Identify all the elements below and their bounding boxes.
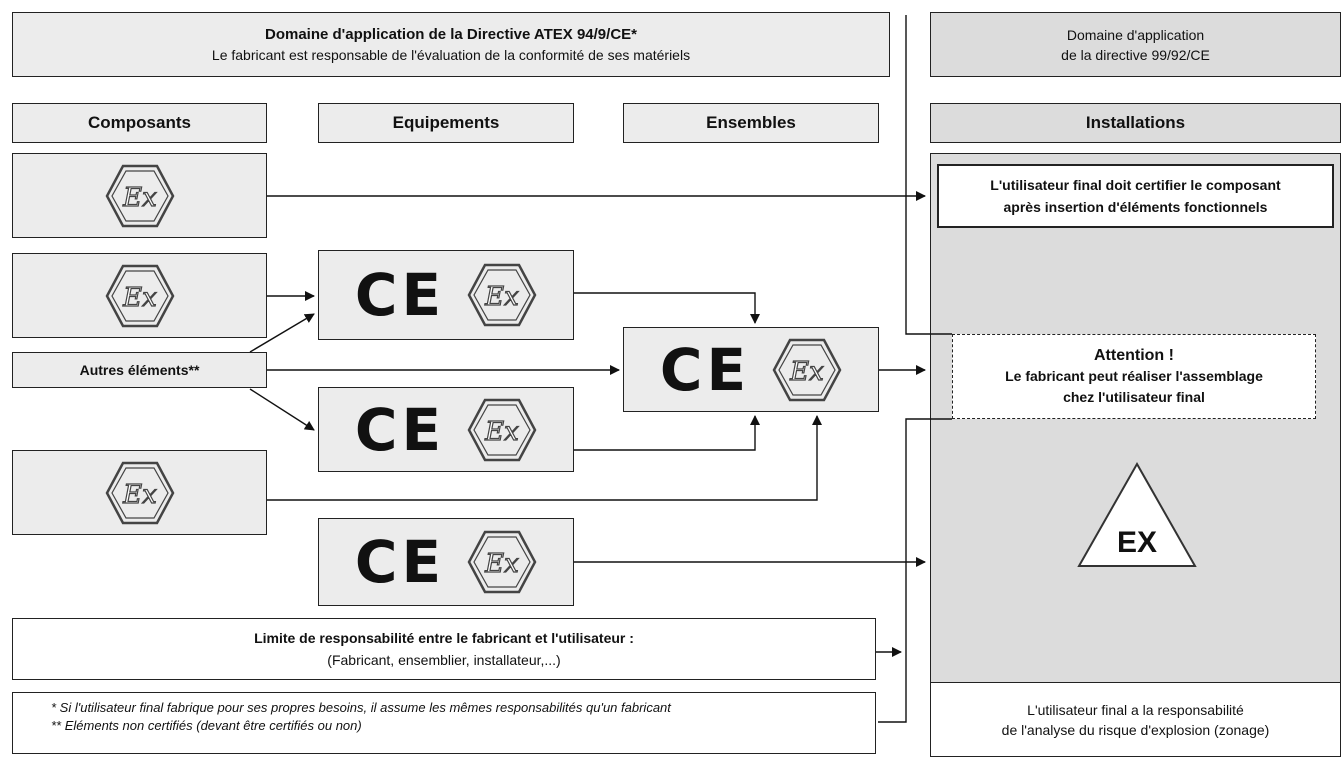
ce-mark: CE (354, 261, 446, 329)
svg-text:Ex: Ex (122, 283, 157, 313)
user-responsibility-box: L'utilisateur final a la responsabilité … (930, 682, 1341, 757)
ce-mark: CE (659, 335, 751, 404)
attention-line1: Le fabricant peut réaliser l'assemblage (1005, 368, 1263, 384)
ex-hexagon-icon: Ex (467, 530, 537, 594)
ex-hexagon-icon: Ex (105, 461, 174, 524)
arrow-autres-equipment1 (249, 313, 315, 353)
arrow-component3-ensemble (267, 415, 822, 501)
column-equipements: Equipements (318, 103, 574, 143)
certify-note-line1: L'utilisateur final doit certifier le co… (990, 177, 1281, 193)
footnotes-box: * Si l'utilisateur final fabrique pour s… (12, 692, 876, 754)
atex-scope-header: Domaine d'application de la Directive AT… (12, 12, 890, 77)
column-installations: Installations (930, 103, 1341, 143)
ce-mark: CE (354, 528, 446, 596)
divider-lower-line (878, 418, 952, 723)
footnote-2: ** Eléments non certifiés (devant être c… (51, 718, 362, 733)
ex-hexagon-icon: Ex (105, 164, 174, 227)
ex-hexagon-icon: Ex (105, 264, 174, 327)
attention-title: Attention ! (1094, 347, 1174, 364)
certify-note-line2: après insertion d'éléments fonctionnels (1003, 199, 1268, 215)
svg-text:Ex: Ex (484, 549, 519, 579)
component-box-1: Ex (12, 153, 267, 238)
attention-line2: chez l'utilisateur final (1063, 389, 1205, 405)
svg-text:Ex: Ex (122, 480, 157, 510)
directive-99-line1: Domaine d'application (1066, 26, 1205, 43)
svg-text:Ex: Ex (122, 183, 157, 213)
ex-hexagon-icon: Ex (467, 398, 537, 461)
column-installations-label: Installations (1085, 113, 1186, 132)
svg-text:Ex: Ex (484, 282, 519, 312)
autres-elements-label: Autres éléments** (79, 362, 200, 378)
svg-text:Ex: Ex (789, 357, 824, 387)
column-composants-label: Composants (88, 113, 191, 132)
atex-scope-subtitle: Le fabricant est responsable de l'évalua… (211, 47, 691, 63)
equipment-box-2: CE Ex (318, 387, 574, 472)
column-equipements-label: Equipements (392, 113, 500, 132)
column-ensembles-label: Ensembles (706, 113, 796, 132)
footnote-1: * Si l'utilisateur final fabrique pour s… (51, 700, 671, 715)
limite-subtitle: (Fabricant, ensemblier, installateur,...… (327, 652, 561, 668)
ensemble-box: CE Ex (623, 327, 879, 412)
ce-mark: CE (354, 395, 446, 464)
divider-upper-line (905, 15, 952, 335)
svg-text:Ex: Ex (484, 417, 519, 447)
attention-box: Attention ! Le fabricant peut réaliser l… (952, 334, 1316, 419)
directive-99-header: Domaine d'application de la directive 99… (930, 12, 1341, 77)
equipment-box-1: CE Ex (318, 250, 574, 340)
arrow-equipment2-ensemble (574, 415, 760, 451)
ex-hexagon-icon: Ex (467, 263, 537, 327)
column-ensembles: Ensembles (623, 103, 879, 143)
component-box-2: Ex (12, 253, 267, 338)
certify-note-box: L'utilisateur final doit certifier le co… (937, 164, 1334, 228)
svg-text:EX: EX (1117, 526, 1157, 559)
limite-title: Limite de responsabilité entre le fabric… (254, 630, 634, 646)
ex-hexagon-icon: Ex (772, 338, 842, 401)
arrow-autres-equipment2 (249, 388, 315, 431)
equipment-box-3: CE Ex (318, 518, 574, 606)
directive-99-line2: de la directive 99/92/CE (1061, 46, 1210, 63)
arrow-equipment1-ensemble (574, 292, 760, 324)
autres-elements-box: Autres éléments** (12, 352, 267, 388)
column-composants: Composants (12, 103, 267, 143)
user-responsibility-line2: de l'analyse du risque d'explosion (zona… (1001, 721, 1270, 738)
limite-box: Limite de responsabilité entre le fabric… (12, 618, 876, 680)
user-responsibility-line1: L'utilisateur final a la responsabilité (1027, 701, 1244, 718)
component-box-3: Ex (12, 450, 267, 535)
ex-triangle-icon: EX (1077, 461, 1197, 567)
atex-scope-title: Domaine d'application de la Directive AT… (264, 26, 637, 43)
